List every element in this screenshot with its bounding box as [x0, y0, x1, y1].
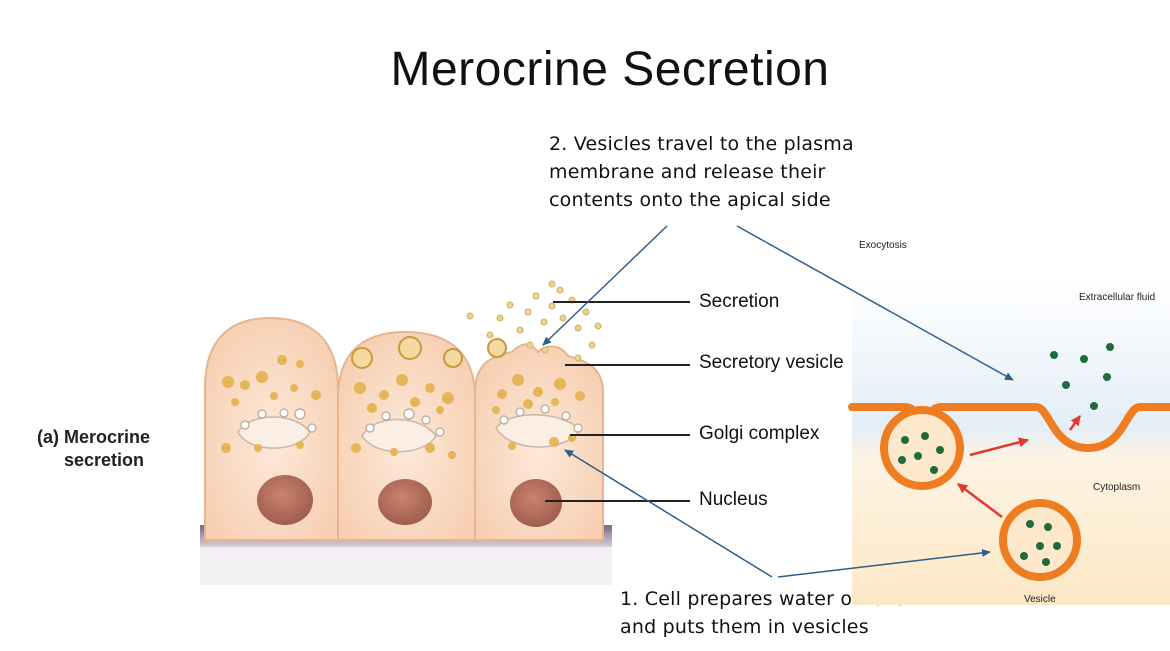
page-title: Merocrine Secretion [390, 43, 830, 96]
arrow-release [1068, 415, 1082, 431]
arrow-to-golgi [564, 449, 773, 578]
cargo-dot [1053, 542, 1061, 550]
cargo-dot [930, 466, 938, 474]
cargo-dot [901, 436, 909, 444]
secretory-granules [221, 355, 585, 459]
apical-vesicles [351, 336, 507, 369]
basement-shadow [200, 547, 612, 585]
cargo-dot [1036, 542, 1044, 550]
nucleus-middle [378, 479, 432, 525]
cytoplasm-label: Cytoplasm [1093, 482, 1141, 493]
vesicle-cargo [898, 343, 1114, 566]
cargo-dot [1020, 552, 1028, 560]
golgi-vesicles [240, 404, 583, 437]
golgi-complexes [237, 414, 581, 453]
panel-label-line-2: secretion [63, 450, 144, 470]
step-2-note: 2. Vesicles travel to the plasma membran… [549, 130, 854, 214]
cargo-dot [914, 452, 922, 460]
cargo-dot [898, 456, 906, 464]
arrow-to-membrane [969, 437, 1029, 457]
panel-label-line-1: (a) Merocrine [36, 427, 150, 447]
cargo-dot [1042, 558, 1050, 566]
exocytosis-panel [848, 280, 1170, 605]
released-cargo-dot [1080, 355, 1088, 363]
secretion-particles [466, 280, 602, 362]
panel-label: (a) Merocrine secretion [0, 426, 150, 472]
nucleus-label: Nucleus [699, 489, 768, 510]
released-cargo-dot [1062, 381, 1070, 389]
cargo-dot [921, 432, 929, 440]
epithelial-cells [204, 280, 604, 541]
extracellular-fluid-label: Extracellular fluid [1079, 292, 1156, 303]
step-1-line-2: and puts them in vesicles [620, 616, 869, 638]
golgi-label: Golgi complex [699, 423, 820, 444]
cargo-dot [936, 446, 944, 454]
nucleus-right [510, 479, 562, 527]
step-1-note: 1. Cell prepares water or ions and puts … [620, 585, 906, 641]
released-cargo-dot [1050, 351, 1058, 359]
arrow-to-vesicle [777, 548, 991, 578]
fusing-vesicle [880, 406, 964, 490]
free-vesicle [999, 499, 1081, 581]
exocytosis-title: Exocytosis [859, 240, 907, 251]
golgi-middle [361, 418, 437, 453]
released-cargo-dot [1103, 373, 1111, 381]
released-cargo-dot [1106, 343, 1114, 351]
arrow-to-exocytosis [736, 225, 1014, 381]
step-1-line-1: 1. Cell prepares water or ions [620, 588, 907, 610]
cargo-dot [1026, 520, 1034, 528]
arrow-to-secretion [542, 225, 668, 346]
step-2-line-3: contents onto the apical side [549, 189, 831, 211]
arrow-vesicle-moves [957, 483, 1003, 518]
cargo-dot [1044, 523, 1052, 531]
step-2-line-2: membrane and release their [549, 161, 826, 183]
vesicle-label: Vesicle [1024, 594, 1056, 605]
secretory-vesicle-label: Secretory vesicle [699, 352, 844, 373]
nucleus-left [257, 475, 313, 525]
secretion-label: Secretion [699, 291, 780, 312]
released-cargo-dot [1090, 402, 1098, 410]
step-2-line-1: 2. Vesicles travel to the plasma [549, 133, 854, 155]
callout-lines [545, 301, 690, 502]
annotation-arrows [542, 225, 1014, 578]
